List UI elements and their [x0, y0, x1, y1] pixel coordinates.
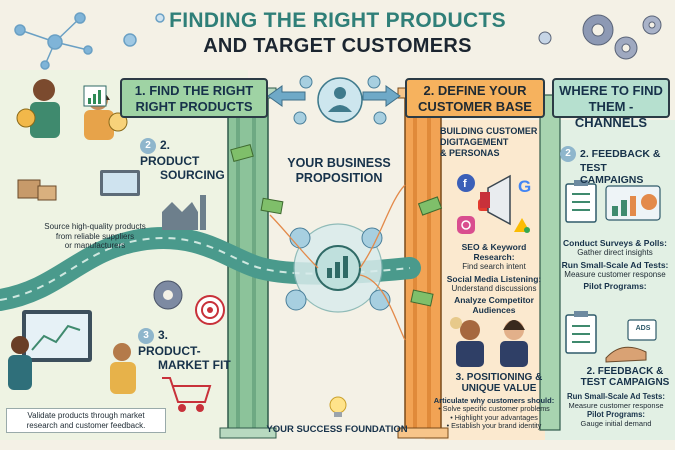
customer-research-list: SEO & Keyword Research: Find search inte… [440, 242, 548, 315]
svg-text:f: f [463, 178, 467, 190]
step-number-badge: 2 [140, 138, 156, 154]
business-proposition: YOUR BUSINESS PROPOSITION [284, 156, 394, 186]
customer-personas-heading: BUILDING CUSTOMER DIGITAGEMENT & PERSONA… [440, 126, 545, 159]
competitor-audiences-title: Analyze Competitor Audiences [454, 295, 534, 315]
feedback-top-list: Conduct Surveys & Polls: Gather direct i… [556, 238, 674, 291]
fit-caption: Validate products through market researc… [6, 408, 166, 433]
bar-chart-icon [83, 85, 107, 107]
positioning-bullet-2: • Highlight your advantages [450, 412, 538, 422]
sourcing-caption-line3: or manufacturers [64, 241, 126, 250]
step-number-badge-3: 3 [138, 328, 154, 344]
feedback-bottom-label-line1: 2. FEEDBACK & [586, 366, 664, 377]
gears-icon [538, 14, 662, 60]
positioning-label-line1: 3. POSITIONING & [455, 372, 543, 383]
sourcing-number: 2. [160, 138, 171, 153]
seo-research-desc: Find search intent [462, 262, 526, 271]
customer-target-icon [293, 75, 387, 125]
bottom-ad-tests-title: Run Small-Scale Ad Tests: [567, 392, 665, 401]
fit-label-line2: MARKET FIT [158, 358, 231, 372]
personas-heading-line3: & PERSONAS [440, 148, 500, 158]
positioning-details: Articulate why customers should: • Solve… [430, 396, 558, 431]
fit-caption-line1: Validate products through market [27, 411, 145, 420]
product-sourcing-label: 2 2. PRODUCT SOURCING [140, 138, 230, 182]
gear-target-icon [153, 280, 225, 325]
positioning-label-line2: UNIQUE VALUE [461, 383, 537, 394]
social-listening-desc: Understand discussions [451, 283, 537, 293]
feedback-bottom-list: Run Small-Scale Ad Tests: Measure custom… [558, 392, 674, 428]
fit-caption-line2: research and customer feedback. [26, 420, 146, 430]
ads-tag: ADS [635, 325, 651, 332]
proposition-line1: YOUR BUSINESS [287, 156, 391, 170]
money-icons [230, 144, 443, 307]
main-title-line1: FINDING THE RIGHT PRODUCTS [169, 9, 506, 32]
feedback-bottom-label: 2. FEEDBACK & TEST CAMPAIGNS [575, 366, 675, 388]
clipboard-icon-bottom [565, 311, 597, 354]
sourcing-label-line1: PRODUCT [140, 154, 200, 168]
fit-label-line1: 3. PRODUCT- [138, 328, 201, 358]
main-title-line2: AND TARGET CUSTOMERS [203, 35, 472, 57]
svg-text:G: G [518, 177, 531, 196]
define-customer-banner-line2: CUSTOMER BASE [418, 99, 532, 114]
find-products-banner: 1. FIND THE RIGHT RIGHT PRODUCTS [120, 78, 268, 118]
bottom-ad-tests-desc: Measure customer response [568, 401, 664, 410]
flow-arrows [267, 85, 401, 107]
surveys-title: Conduct Surveys & Polls: [563, 238, 667, 248]
bottom-pilot-title: Pilot Programs: [586, 410, 646, 419]
step-number-badge-feedback: 2 [560, 146, 576, 162]
channels-banner-line1: WHERE TO FIND [559, 83, 663, 98]
positioning-intro: Articulate why customers should: [433, 396, 555, 405]
personas-heading-line2: DIGITAGEMENT [440, 137, 509, 147]
proposition-line2: PROPOSITION [295, 171, 383, 185]
cart-icon [162, 377, 212, 412]
feedback-bottom-label-line2: TEST CAMPAIGNS [580, 377, 670, 388]
social-listening-title: Social Media Listening: [446, 273, 542, 284]
seo-research-title: SEO & Keyword Research: [461, 242, 527, 262]
sourcing-caption-line2: from reliable suppliers [55, 231, 135, 241]
lightbulb-icon [329, 396, 347, 417]
define-customer-banner-line1: 2. DEFINE YOUR [423, 83, 527, 98]
sourcing-caption-line1: Source high-quality products [44, 222, 146, 231]
positioning-label: 3. POSITIONING & UNIQUE VALUE [444, 372, 554, 394]
survey-clipboard-icon [565, 180, 597, 223]
surveys-desc: Gather direct insights [577, 248, 653, 257]
positioning-bullet-3: • Establish your brand identity [446, 421, 542, 430]
personas-illustration [450, 317, 528, 367]
central-hub-graphic [269, 184, 406, 341]
bottom-pilot-desc: Gauge initial demand [580, 419, 652, 428]
ad-tests-desc: Measure customer response [564, 269, 666, 279]
define-customer-banner: 2. DEFINE YOUR CUSTOMER BASE [405, 78, 545, 118]
analytics-icon [605, 185, 661, 221]
sourcing-label-line2: SOURCING [160, 168, 225, 182]
feedback-top-label-line1: 2. FEEDBACK & [580, 147, 661, 160]
ads-hand-icon [605, 319, 657, 363]
find-products-banner-line1: 1. FIND THE RIGHT [134, 83, 254, 98]
network-icon [14, 12, 165, 70]
factory-icon [162, 195, 206, 230]
feedback-top-label: 2 2. FEEDBACK & TEST CAMPAIGNS [560, 146, 670, 186]
success-foundation: YOUR SUCCESS FOUNDATION [266, 424, 408, 435]
feedback-top-label-line2: TEST CAMPAIGNS [580, 162, 644, 186]
personas-heading-line1: BUILDING CUSTOMER [440, 126, 538, 136]
megaphone-icon [480, 174, 511, 226]
channels-banner: WHERE TO FIND THEM - CHANNELS [552, 78, 670, 130]
ad-tests-title: Run Small-Scale Ad Tests: [561, 259, 669, 270]
fit-illustration [8, 310, 136, 394]
find-products-banner-line2: RIGHT PRODUCTS [135, 99, 253, 114]
channels-banner-line2: THEM - CHANNELS [574, 99, 648, 130]
positioning-bullet-1: • Solve specific customer problems [438, 404, 550, 413]
pilot-programs-title: Pilot Programs: [583, 281, 647, 291]
sourcing-caption: Source high-quality products from reliab… [20, 222, 170, 251]
